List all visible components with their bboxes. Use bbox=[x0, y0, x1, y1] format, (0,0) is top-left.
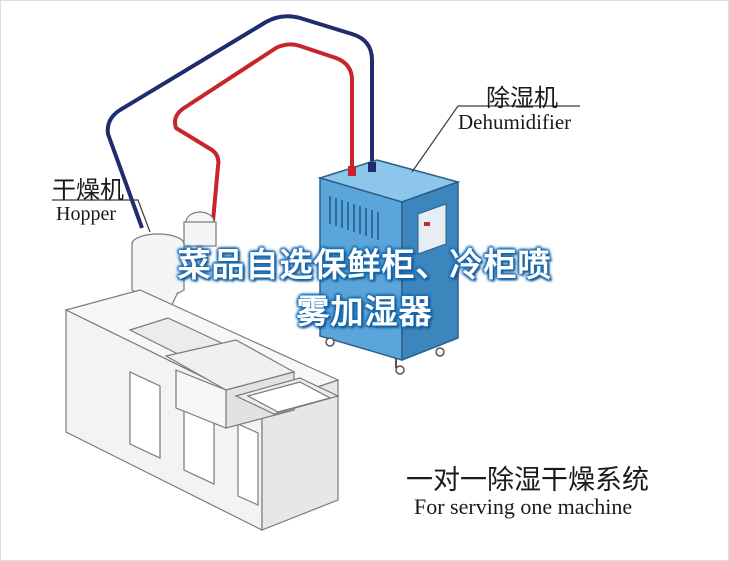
system-label-cn: 一对一除湿干燥系统 bbox=[406, 465, 649, 496]
system-label-en: For serving one machine bbox=[414, 494, 633, 519]
hopper-label-cn: 干燥机 bbox=[52, 176, 124, 204]
overlay-title-line2: 雾加湿器 bbox=[296, 292, 433, 331]
overlay-title-line1: 菜品自选保鲜柜、冷柜喷 bbox=[177, 245, 552, 284]
dehumidifier-label-cn: 除湿机 bbox=[486, 84, 558, 112]
dehumidifier-unit bbox=[317, 159, 461, 375]
supply-pipe-blue bbox=[105, 14, 374, 229]
return-pipe-red bbox=[173, 42, 354, 233]
dehumidifier-label-en: Dehumidifier bbox=[458, 110, 572, 134]
molding-machine bbox=[64, 289, 340, 531]
hopper-label-en: Hopper bbox=[56, 203, 116, 225]
leader-lines bbox=[52, 105, 580, 233]
